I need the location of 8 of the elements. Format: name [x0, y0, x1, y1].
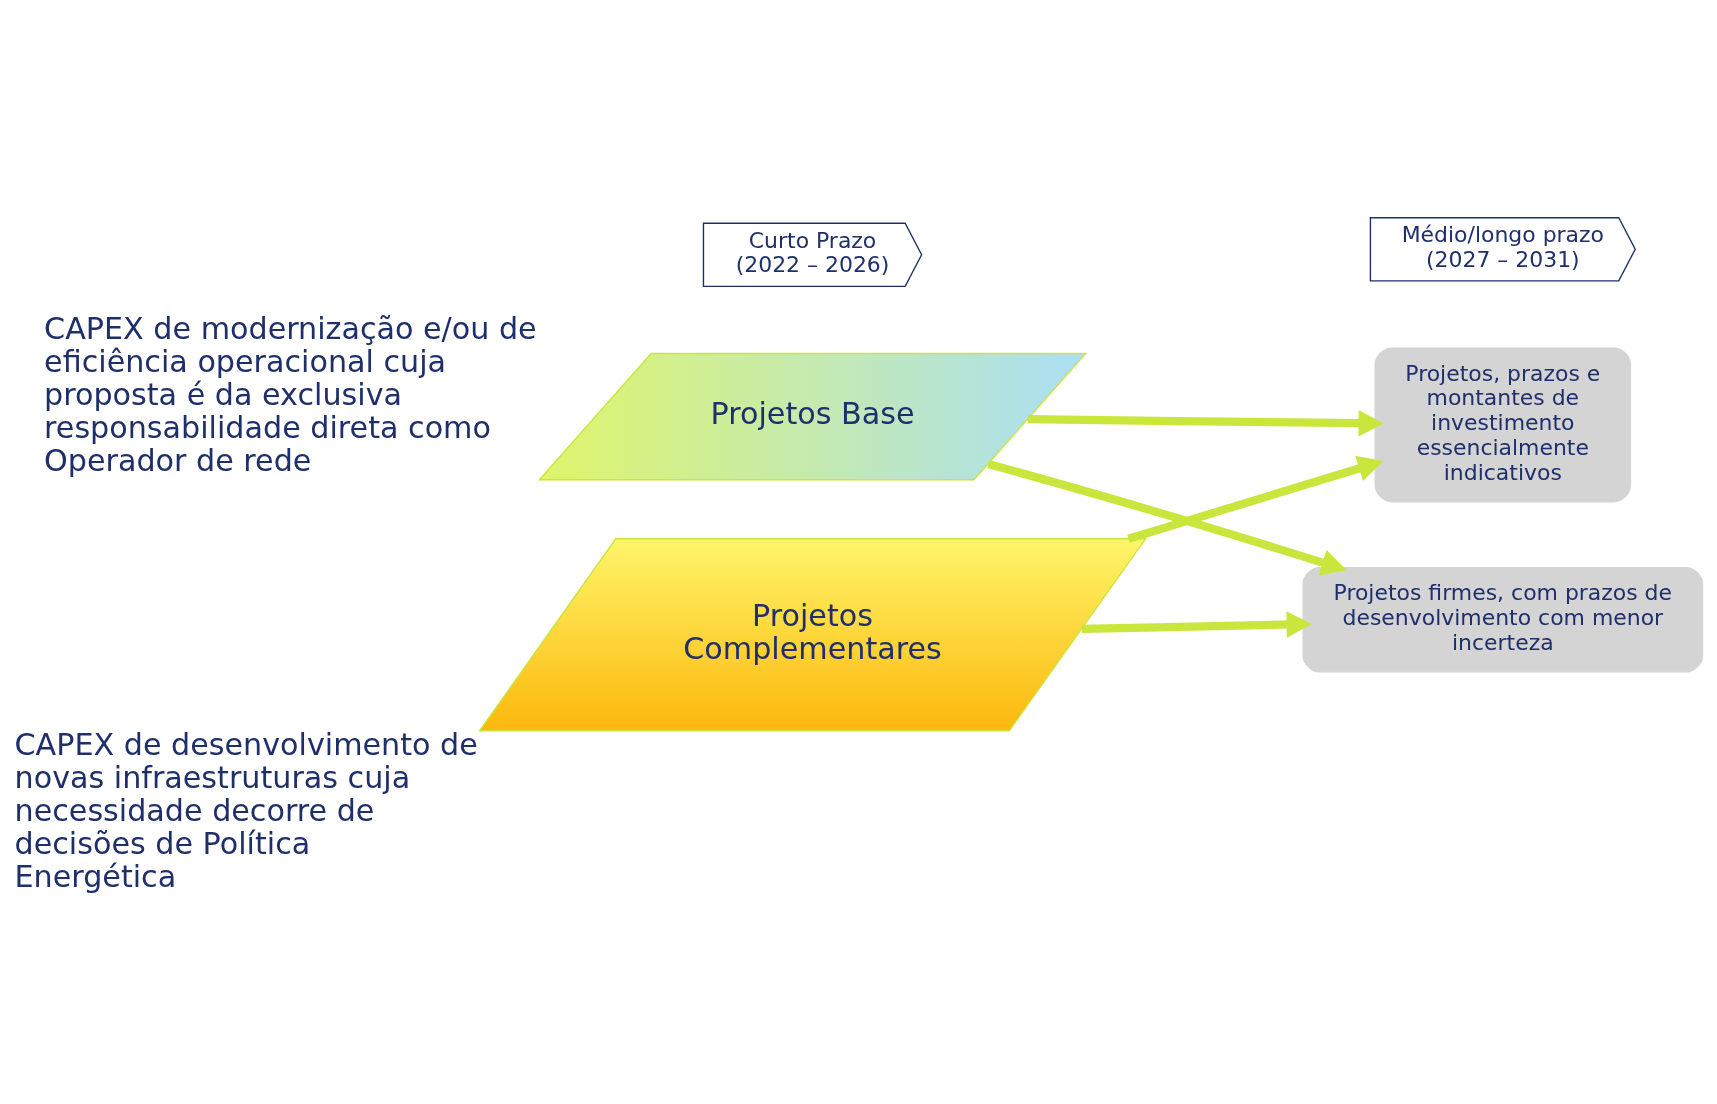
arrow [987, 459, 1347, 575]
node-box: Projetos, prazos e montantes de investimento essencialmente indicativos [1374, 346, 1632, 502]
arrow [1027, 409, 1384, 436]
node-box: Projetos firmes, com prazos de desenvolvimento com menor incerteza [1302, 566, 1704, 673]
arrow [1127, 455, 1384, 543]
node-label: CAPEX de desenvolvimento de novas infraestruturas cuja necessidade decorre de decisões de Política Energética [14, 726, 478, 894]
arrow [1081, 610, 1312, 638]
node-label: CAPEX de modernização e/ou de eficiência operacional cuja proposta é da exclusiva responsabilidade direta como Operador de rede [44, 310, 537, 478]
